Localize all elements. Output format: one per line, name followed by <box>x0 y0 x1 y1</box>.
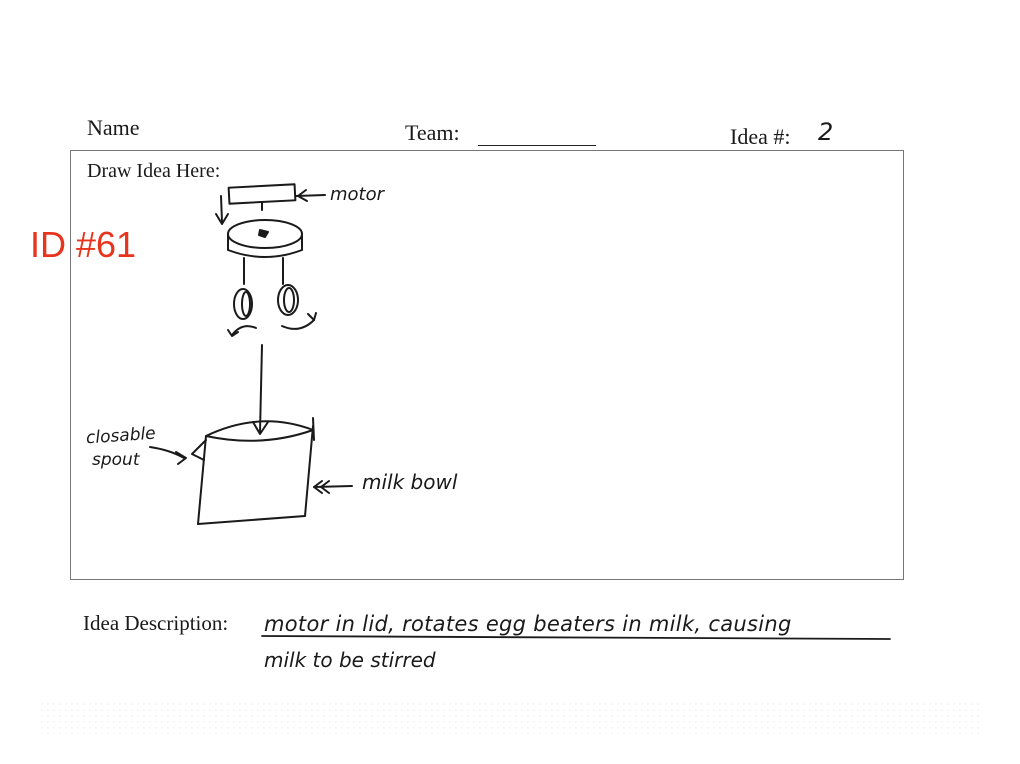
arrow-into-lid <box>215 195 229 225</box>
team-field-line <box>478 145 596 146</box>
motor-label: motor <box>330 184 385 205</box>
milk-bowl-arrow <box>313 480 353 494</box>
idea-description-label: Idea Description: <box>83 611 229 635</box>
milk-bowl-drawing <box>191 417 315 525</box>
milk-bowl-label: milk bowl <box>362 470 458 494</box>
scan-noise <box>40 700 980 734</box>
draw-idea-label: Draw Idea Here: <box>87 160 221 182</box>
drawing-area <box>70 150 904 580</box>
spout-arrow <box>149 446 187 465</box>
name-label: Name <box>87 115 140 140</box>
motor-drawing <box>227 183 326 211</box>
lid-drawing <box>227 219 303 285</box>
idea-number-value: 2 <box>818 118 834 146</box>
description-line-1: motor in lid, rotates egg beaters in mil… <box>264 612 792 636</box>
egg-beaters-drawing <box>227 284 317 337</box>
idea-number-label: Idea #: <box>730 124 791 149</box>
description-line-2: milk to be stirred <box>264 648 436 672</box>
arrow-into-bowl <box>252 344 269 435</box>
spout-label: spout <box>92 450 140 470</box>
team-label: Team: <box>405 120 460 145</box>
id-tag: ID #61 <box>30 224 137 265</box>
